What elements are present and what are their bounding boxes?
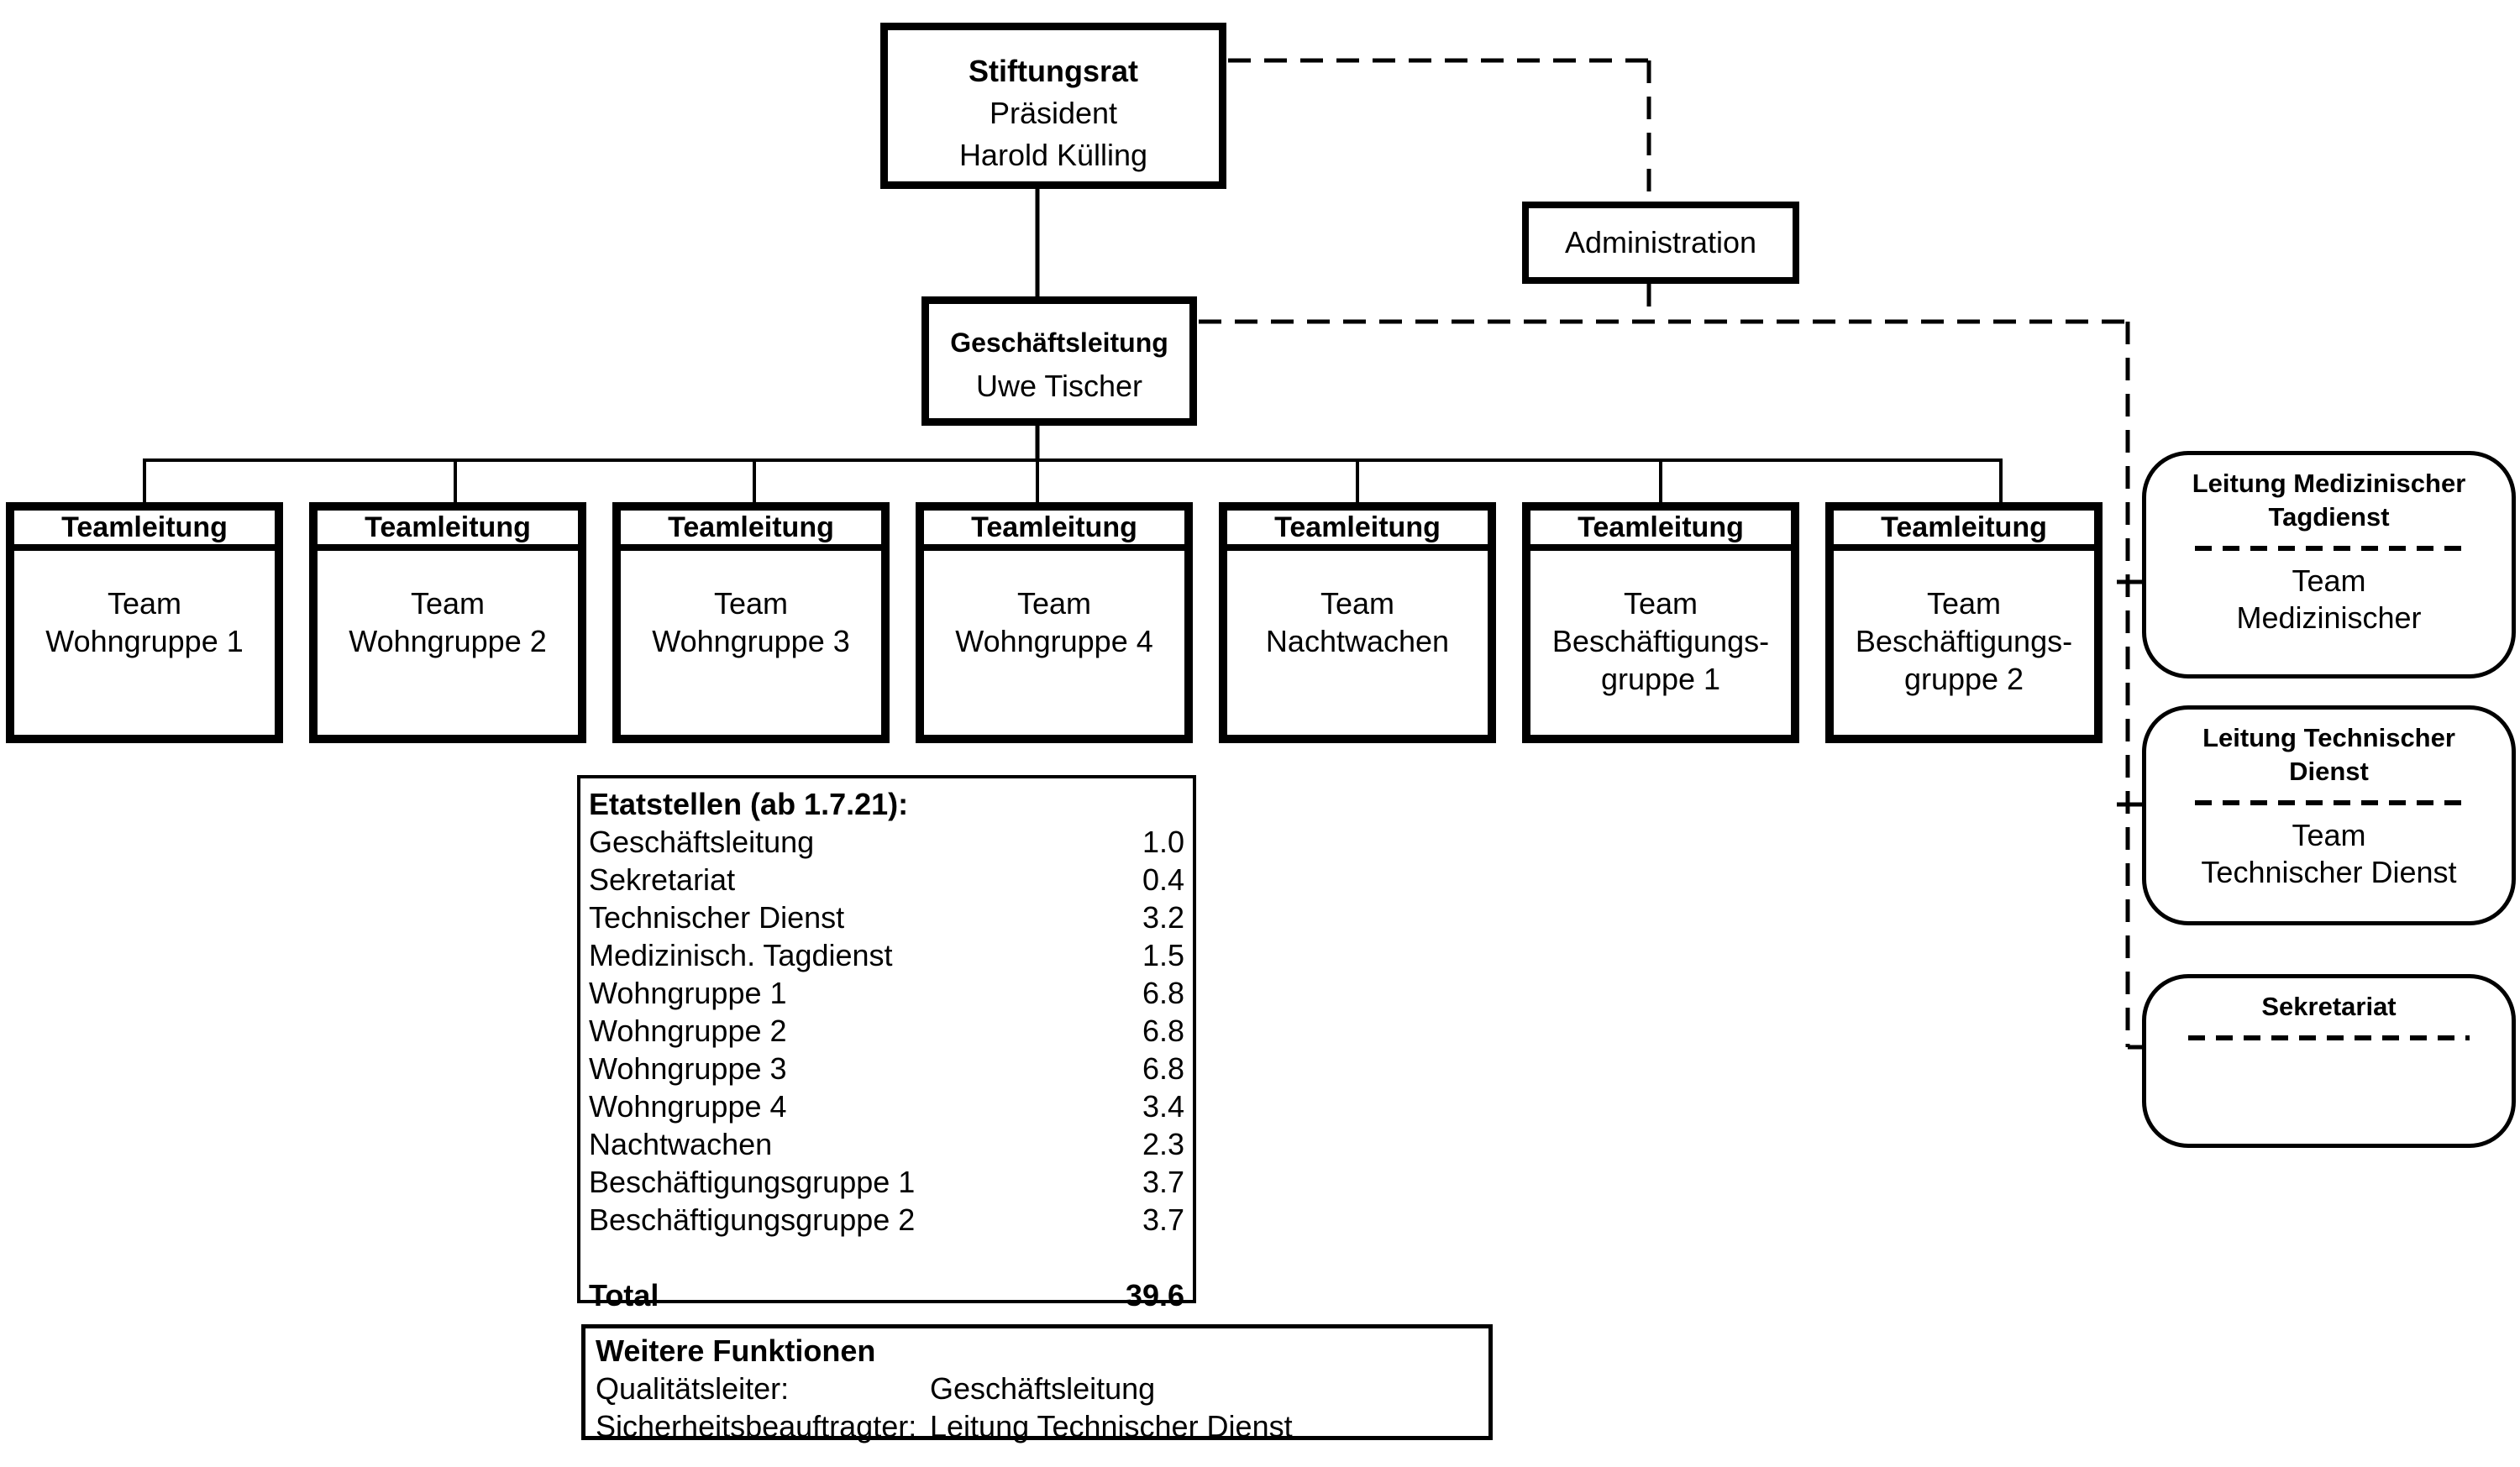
row-label: Wohngruppe 4	[589, 1089, 787, 1124]
team-box-wohngruppe-4: Teamleitung Team Wohngruppe 4	[916, 502, 1193, 743]
stiftungsrat-title: Stiftungsrat	[969, 54, 1138, 88]
team-line: Wohngruppe 2	[349, 624, 547, 658]
table-row: Beschäftigungsgruppe 2 3.7	[589, 1201, 1184, 1239]
team-box-wohngruppe-1: Teamleitung Team Wohngruppe 1	[6, 502, 283, 743]
team-line: gruppe 1	[1600, 662, 1721, 696]
row-label: Beschäftigungsgruppe 2	[589, 1202, 916, 1237]
side-box-sekretariat: Sekretariat	[2142, 974, 2516, 1148]
team-line: Team	[713, 586, 789, 621]
dashed-separator	[2187, 1035, 2470, 1040]
dashed-separator	[2194, 800, 2464, 805]
side-box-line: Technischer Dienst	[2201, 855, 2457, 889]
row-value: 1.0	[1142, 825, 1184, 859]
team-box-beschaeftigungsgruppe-2: Teamleitung Team Beschäftigungs- gruppe …	[1825, 502, 2103, 743]
table-row: Technischer Dienst 3.2	[589, 899, 1184, 936]
row-label: Wohngruppe 3	[589, 1051, 787, 1086]
row-label: Sekretariat	[589, 862, 736, 897]
geschaeftsleitung-person: Uwe Tischer	[975, 369, 1143, 403]
stiftungsrat-person: Harold Külling	[958, 138, 1148, 172]
stiftungsrat-box: Stiftungsrat Präsident Harold Külling	[880, 23, 1226, 189]
table-row: Nachtwachen 2.3	[589, 1125, 1184, 1163]
table-row: Geschäftsleitung 1.0	[589, 823, 1184, 861]
function-label: Sicherheitsbeauftragter:	[596, 1409, 917, 1443]
dashed-separator	[2194, 546, 2464, 551]
row-label: Wohngruppe 2	[589, 1014, 787, 1048]
etatstellen-title: Etatstellen (ab 1.7.21):	[589, 787, 909, 821]
team-box-beschaeftigungsgruppe-1: Teamleitung Team Beschäftigungs- gruppe …	[1522, 502, 1799, 743]
row-label: Nachtwachen	[589, 1127, 773, 1161]
row-value: 3.2	[1142, 900, 1184, 935]
weitere-funktionen-title: Weitere Funktionen	[596, 1333, 876, 1368]
team-header: Teamleitung	[318, 511, 578, 551]
table-row: Wohngruppe 3 6.8	[589, 1050, 1184, 1087]
row-value: 3.7	[1142, 1202, 1184, 1237]
side-box-line: Medizinischer	[2236, 600, 2422, 635]
team-line: Beschäftigungs-	[1855, 624, 2073, 658]
team-box-wohngruppe-2: Teamleitung Team Wohngruppe 2	[309, 502, 586, 743]
stiftungsrat-subtitle: Präsident	[989, 96, 1118, 130]
table-row: Wohngruppe 2 6.8	[589, 1012, 1184, 1050]
team-header: Teamleitung	[621, 511, 881, 551]
team-line: Team	[1926, 586, 2002, 621]
function-row: Sicherheitsbeauftragter: Leitung Technis…	[596, 1407, 1480, 1445]
table-total-row: Total 39.6	[589, 1276, 1184, 1314]
row-label: Wohngruppe 1	[589, 976, 787, 1010]
row-value: 6.8	[1142, 976, 1184, 1010]
team-line: Team	[1016, 586, 1092, 621]
weitere-funktionen-box: Weitere Funktionen Qualitätsleiter: Gesc…	[581, 1324, 1493, 1443]
team-line: Team	[410, 586, 486, 621]
team-line: Nachtwachen	[1265, 624, 1450, 658]
team-line: Wohngruppe 3	[652, 624, 850, 658]
team-line: Team	[107, 586, 182, 621]
team-line: gruppe 2	[1903, 662, 2024, 696]
team-line: Team	[1320, 586, 1395, 621]
side-box-line: Team	[2292, 563, 2366, 598]
function-label: Qualitätsleiter:	[596, 1371, 790, 1406]
geschaeftsleitung-title: Geschäftsleitung	[950, 327, 1168, 358]
team-box-nachtwachen: Teamleitung Team Nachtwachen	[1219, 502, 1496, 743]
side-box-medizinischer-tagdienst: Leitung Medizinischer Tagdienst Team Med…	[2142, 451, 2516, 678]
team-line: Team	[1623, 586, 1698, 621]
side-box-line: Team	[2292, 818, 2366, 852]
team-header: Teamleitung	[924, 511, 1184, 551]
row-value: 3.7	[1142, 1165, 1184, 1199]
function-value: Leitung Technischer Dienst	[930, 1409, 1293, 1443]
total-label: Total	[589, 1278, 659, 1312]
row-label: Geschäftsleitung	[589, 825, 815, 859]
team-box-wohngruppe-3: Teamleitung Team Wohngruppe 3	[612, 502, 890, 743]
administration-box: Administration	[1522, 202, 1799, 284]
team-header: Teamleitung	[14, 511, 275, 551]
row-label: Technischer Dienst	[589, 900, 845, 935]
table-row: Beschäftigungsgruppe 1 3.7	[589, 1163, 1184, 1201]
row-label: Beschäftigungsgruppe 1	[589, 1165, 916, 1199]
table-row: Wohngruppe 4 3.4	[589, 1087, 1184, 1125]
side-box-title: Leitung Medizinischer Tagdienst	[2192, 469, 2466, 532]
etatstellen-table: Etatstellen (ab 1.7.21): Geschäftsleitun…	[577, 775, 1196, 1312]
team-header: Teamleitung	[1530, 511, 1791, 551]
function-value: Geschäftsleitung	[930, 1371, 1156, 1406]
row-value: 6.8	[1142, 1014, 1184, 1048]
team-line: Wohngruppe 1	[45, 624, 244, 658]
side-box-technischer-dienst: Leitung Technischer Dienst Team Technisc…	[2142, 705, 2516, 925]
row-value: 1.5	[1142, 938, 1184, 972]
row-value: 2.3	[1142, 1127, 1184, 1161]
administration-label: Administration	[1564, 225, 1757, 259]
team-line: Beschäftigungs-	[1551, 624, 1770, 658]
team-line: Wohngruppe 4	[955, 624, 1153, 658]
team-header: Teamleitung	[1227, 511, 1488, 551]
table-row: Medizinisch. Tagdienst 1.5	[589, 936, 1184, 974]
row-value: 6.8	[1142, 1051, 1184, 1086]
table-row: Wohngruppe 1 6.8	[589, 974, 1184, 1012]
total-value: 39.6	[1125, 1278, 1184, 1312]
team-header: Teamleitung	[1834, 511, 2094, 551]
row-value: 3.4	[1142, 1089, 1184, 1124]
side-box-title: Sekretariat	[2261, 992, 2397, 1021]
geschaeftsleitung-box: Geschäftsleitung Uwe Tischer	[921, 296, 1197, 426]
table-row: Sekretariat 0.4	[589, 861, 1184, 899]
side-box-title: Leitung Technischer Dienst	[2202, 723, 2455, 786]
row-label: Medizinisch. Tagdienst	[589, 938, 893, 972]
function-row: Qualitätsleiter: Geschäftsleitung	[596, 1370, 1480, 1407]
row-value: 0.4	[1142, 862, 1184, 897]
